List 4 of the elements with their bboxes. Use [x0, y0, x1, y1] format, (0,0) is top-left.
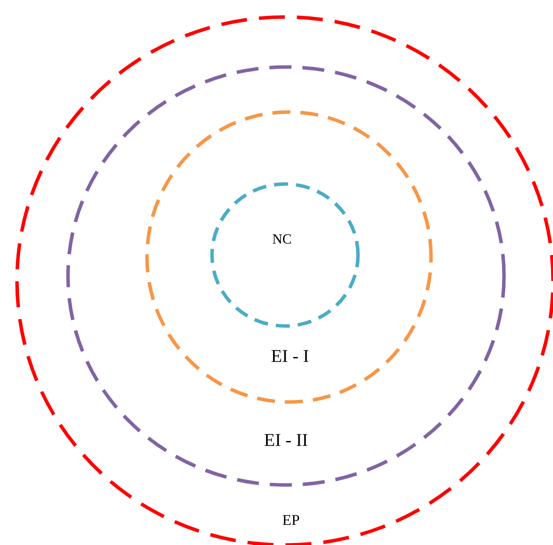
ring-label: NC: [272, 234, 291, 244]
ring-label: EI - I: [272, 350, 308, 362]
ring-label: EI - II: [264, 434, 308, 446]
ring-label: EP: [282, 515, 300, 525]
